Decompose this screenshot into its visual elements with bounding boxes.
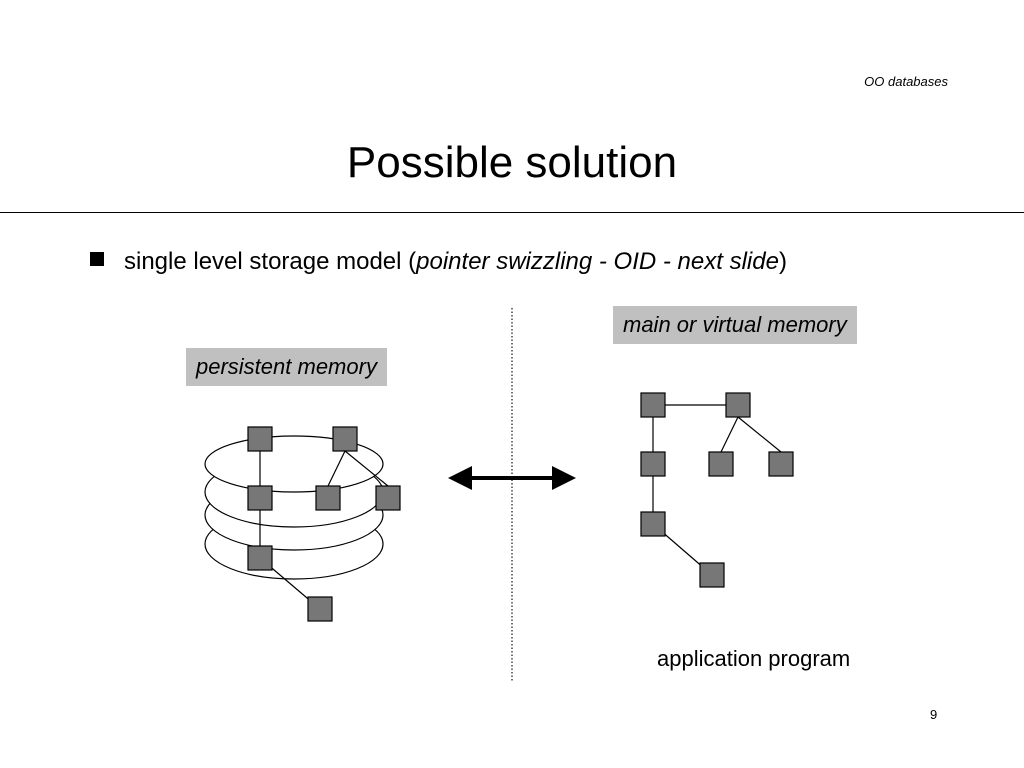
title-divider — [0, 212, 1024, 213]
page-number: 9 — [930, 707, 938, 722]
application-program-label: application program — [657, 646, 851, 671]
persistent-graph-nodes — [247, 426, 401, 622]
persistent-node — [307, 596, 333, 622]
main-edge — [720, 416, 739, 453]
square-bullet-icon — [90, 252, 104, 266]
main-node — [640, 451, 666, 477]
main-graph-nodes — [640, 392, 794, 588]
main-node — [699, 562, 725, 588]
main-node — [725, 392, 751, 418]
main-node — [768, 451, 794, 477]
main-memory-label: main or virtual memory — [613, 306, 857, 344]
persistent-node — [247, 485, 273, 511]
main-node — [640, 511, 666, 537]
persistent-node — [375, 485, 401, 511]
persistent-node — [247, 426, 273, 452]
section-header: OO databases — [864, 74, 948, 89]
persistent-edge — [344, 450, 389, 487]
main-node — [640, 392, 666, 418]
persistent-memory-label: persistent memory — [186, 348, 387, 386]
persistent-node — [315, 485, 341, 511]
persistent-node — [247, 545, 273, 571]
disk-stack-icon — [204, 435, 384, 580]
persistent-edge — [327, 450, 346, 487]
bullet-emphasis-text: pointer swizzling - OID - next slide — [416, 248, 779, 275]
bullet-tail-text: ) — [778, 248, 787, 275]
main-graph-edges — [652, 404, 782, 576]
bullet-lead-text: single level storage model ( — [124, 248, 417, 275]
main-node — [708, 451, 734, 477]
main-edge — [737, 416, 782, 453]
slide-title: Possible solution — [346, 138, 678, 187]
persistent-node — [332, 426, 358, 452]
bullet-item: single level storage model (pointer swiz… — [90, 248, 787, 276]
